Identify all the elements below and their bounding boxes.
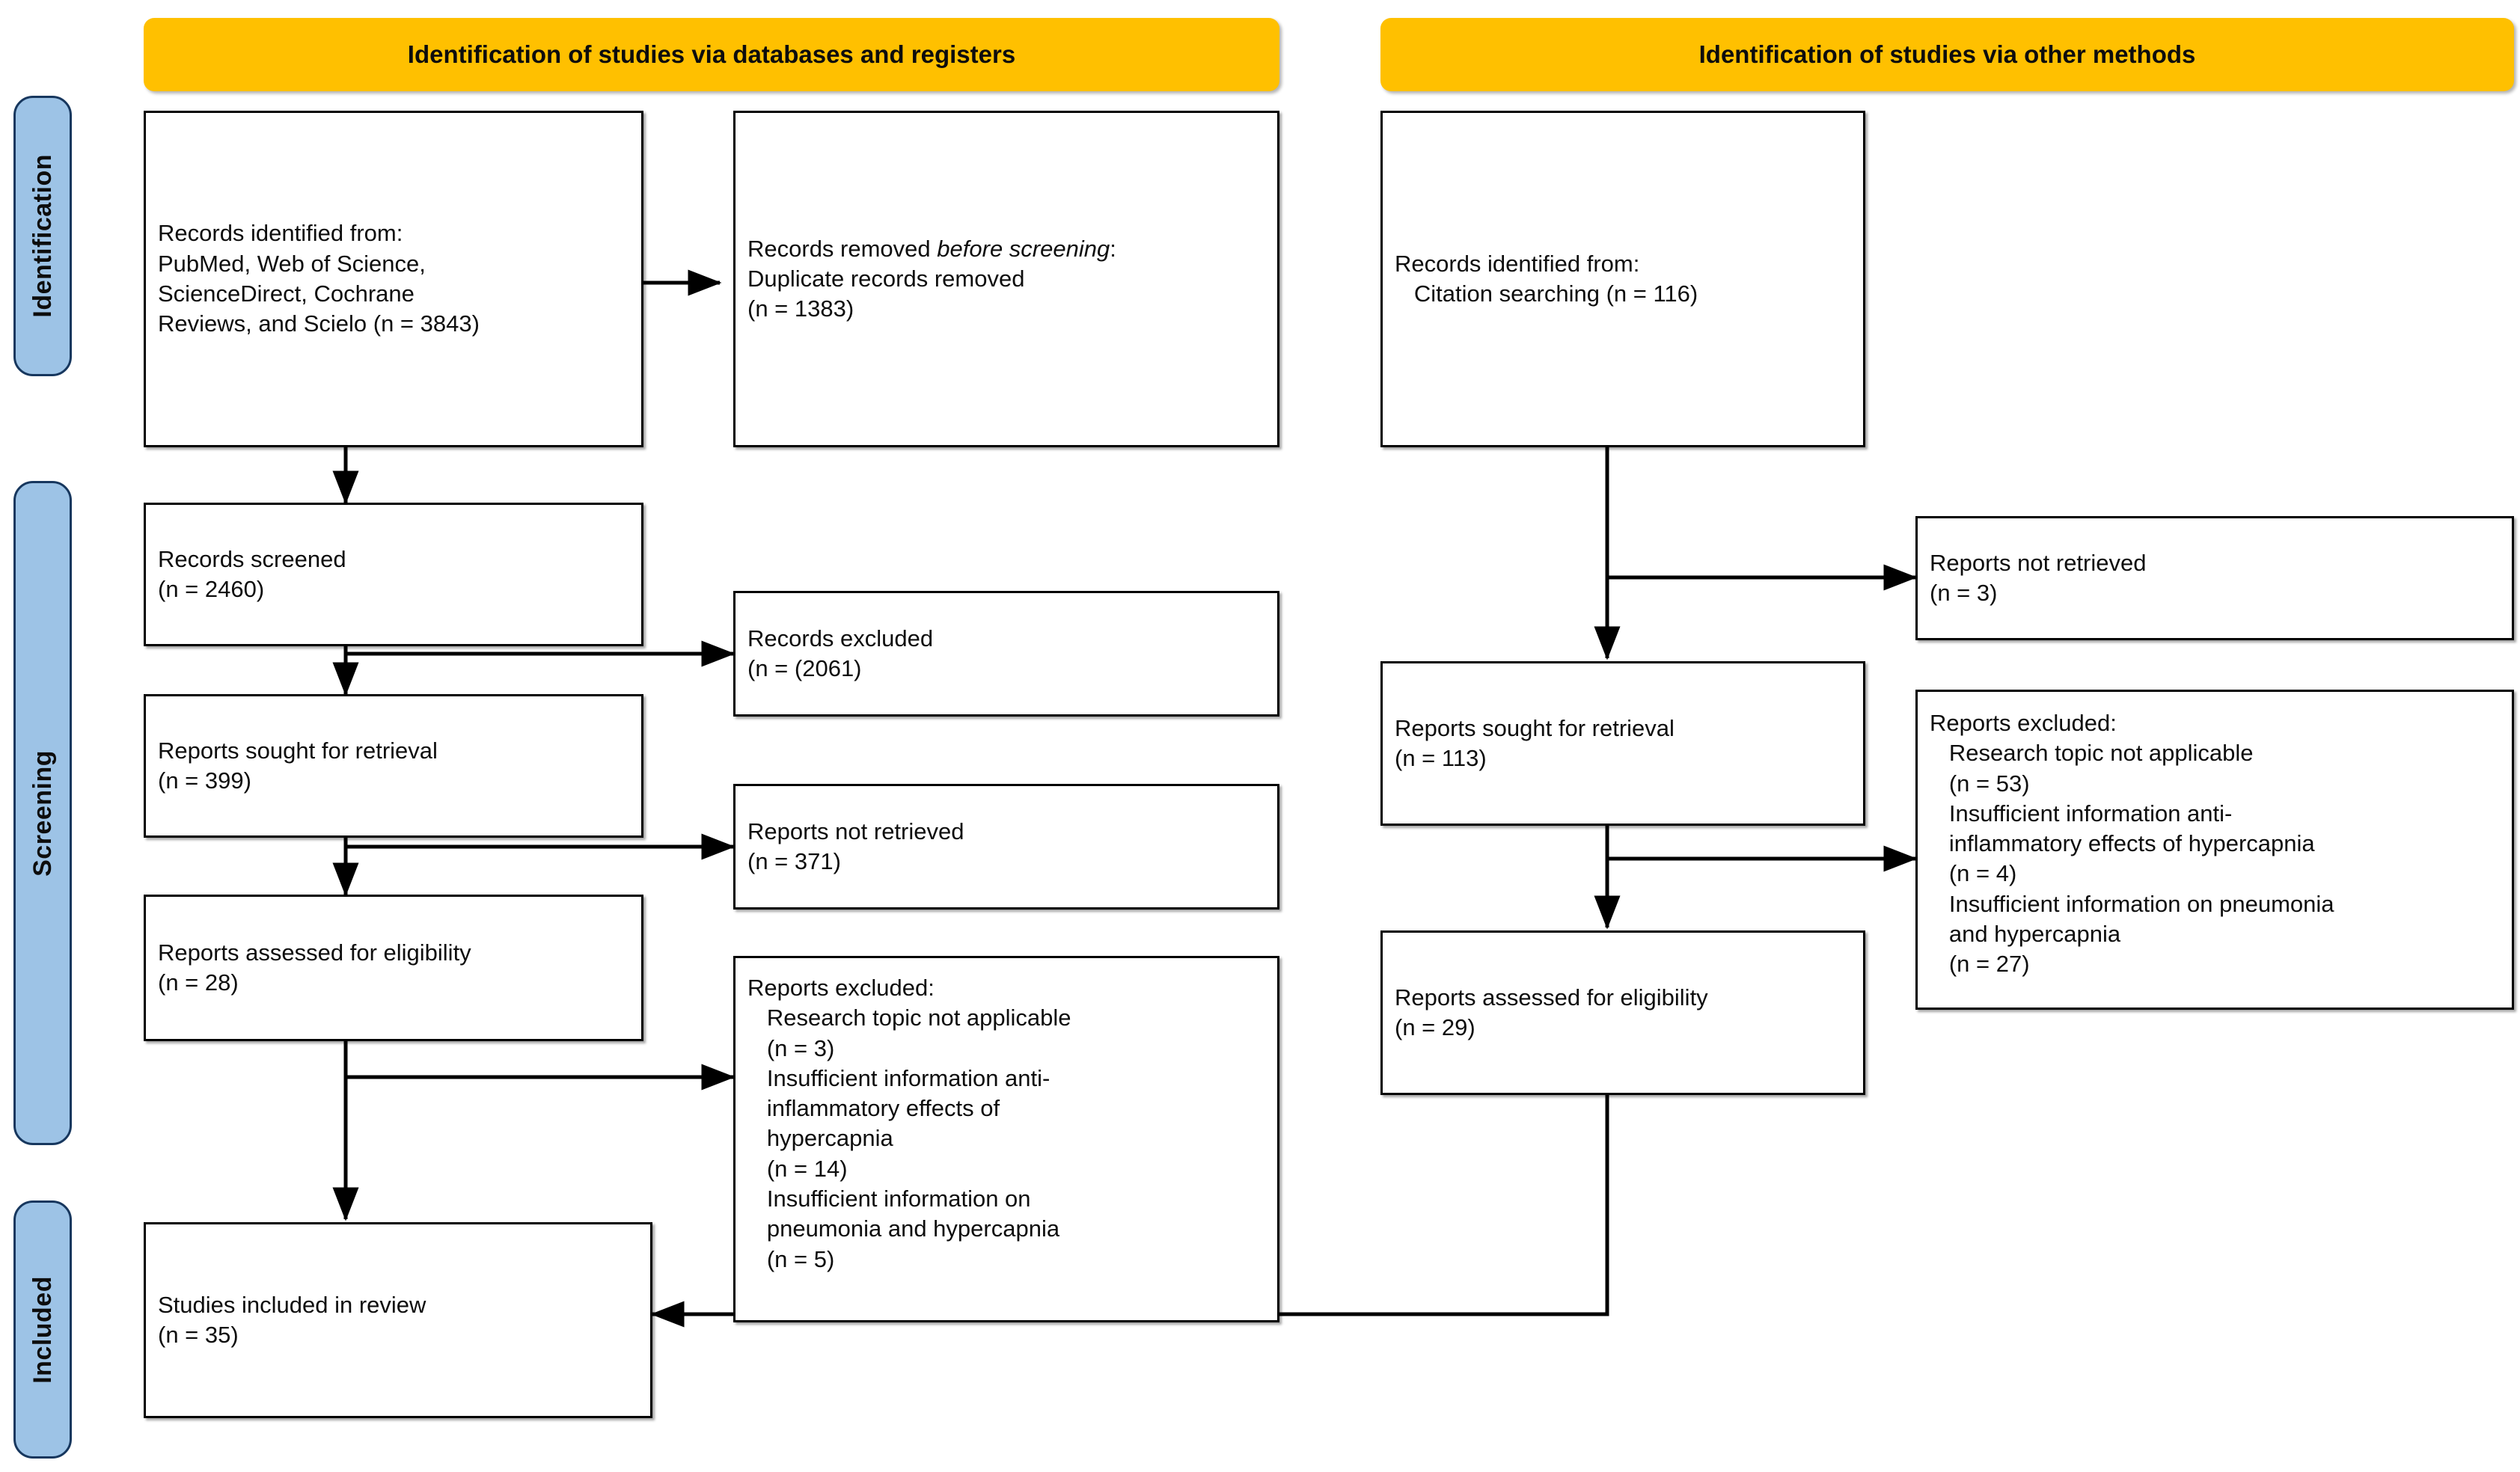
box-reports-sought-for-retrieval-other-methods-text: Reports sought for retrieval (n = 113) (1395, 714, 1675, 771)
phase-label-screening: Screening (13, 481, 72, 1145)
box-reports-assessed-for-eligibility-other-methods: Reports assessed for eligibility (n = 29… (1380, 930, 1865, 1095)
phase-label-included: Included (13, 1200, 72, 1459)
box-reports-not-retrieved-databases: Reports not retrieved (n = 371) (733, 784, 1279, 910)
phase-label-identification-text: Identification (28, 154, 57, 318)
box-reports-sought-for-retrieval-databases-text: Reports sought for retrieval (n = 399) (158, 737, 438, 794)
box-reports-sought-for-retrieval-other-methods: Reports sought for retrieval (n = 113) (1380, 661, 1865, 826)
phase-label-included-text: Included (28, 1275, 57, 1384)
box-reports-excluded-other-methods-text: Reports excluded: Research topic not app… (1930, 710, 2334, 978)
box-reports-not-retrieved-other-methods-text: Reports not retrieved (n = 3) (1930, 549, 2147, 606)
section-header-databases: Identification of studies via databases … (144, 18, 1279, 91)
box-reports-excluded-other-methods: Reports excluded: Research topic not app… (1915, 690, 2514, 1010)
box-records-identified-other-methods: Records identified from: Citation search… (1380, 111, 1865, 447)
box-records-excluded: Records excluded (n = (2061) (733, 591, 1279, 717)
box-records-identified-databases: Records identified from: PubMed, Web of … (144, 111, 643, 447)
section-header-other-methods: Identification of studies via other meth… (1380, 18, 2514, 91)
phase-label-screening-text: Screening (28, 749, 57, 877)
box-reports-assessed-for-eligibility-databases: Reports assessed for eligibility (n = 28… (144, 895, 643, 1041)
box-reports-excluded-databases: Reports excluded: Research topic not app… (733, 956, 1279, 1322)
box-records-identified-other-methods-text: Records identified from: Citation search… (1395, 250, 1698, 307)
section-header-databases-title: Identification of studies via databases … (407, 40, 1016, 68)
box-reports-sought-for-retrieval-databases: Reports sought for retrieval (n = 399) (144, 694, 643, 838)
section-header-other-methods-title: Identification of studies via other meth… (1698, 40, 2196, 68)
box-records-removed-before-screening: Records removed before screening: Duplic… (733, 111, 1279, 447)
box-reports-assessed-for-eligibility-databases-text: Reports assessed for eligibility (n = 28… (158, 939, 471, 996)
box-records-excluded-text: Records excluded (n = (2061) (747, 625, 934, 681)
box-records-screened: Records screened (n = 2460) (144, 503, 643, 646)
box-records-identified-databases-text: Records identified from: PubMed, Web of … (158, 220, 480, 337)
phase-label-identification: Identification (13, 96, 72, 376)
box-reports-assessed-for-eligibility-other-methods-text: Reports assessed for eligibility (n = 29… (1395, 984, 1708, 1040)
box-reports-excluded-databases-text: Reports excluded: Research topic not app… (747, 975, 1071, 1272)
box-records-screened-text: Records screened (n = 2460) (158, 545, 346, 602)
box-studies-included-in-review: Studies included in review (n = 35) (144, 1222, 652, 1418)
box-studies-included-in-review-text: Studies included in review (n = 35) (158, 1291, 426, 1348)
box-reports-not-retrieved-databases-text: Reports not retrieved (n = 371) (747, 818, 964, 874)
box-records-removed-before-screening-text: Records removed before screening: Duplic… (747, 235, 1116, 322)
box-reports-not-retrieved-other-methods: Reports not retrieved (n = 3) (1915, 516, 2514, 640)
